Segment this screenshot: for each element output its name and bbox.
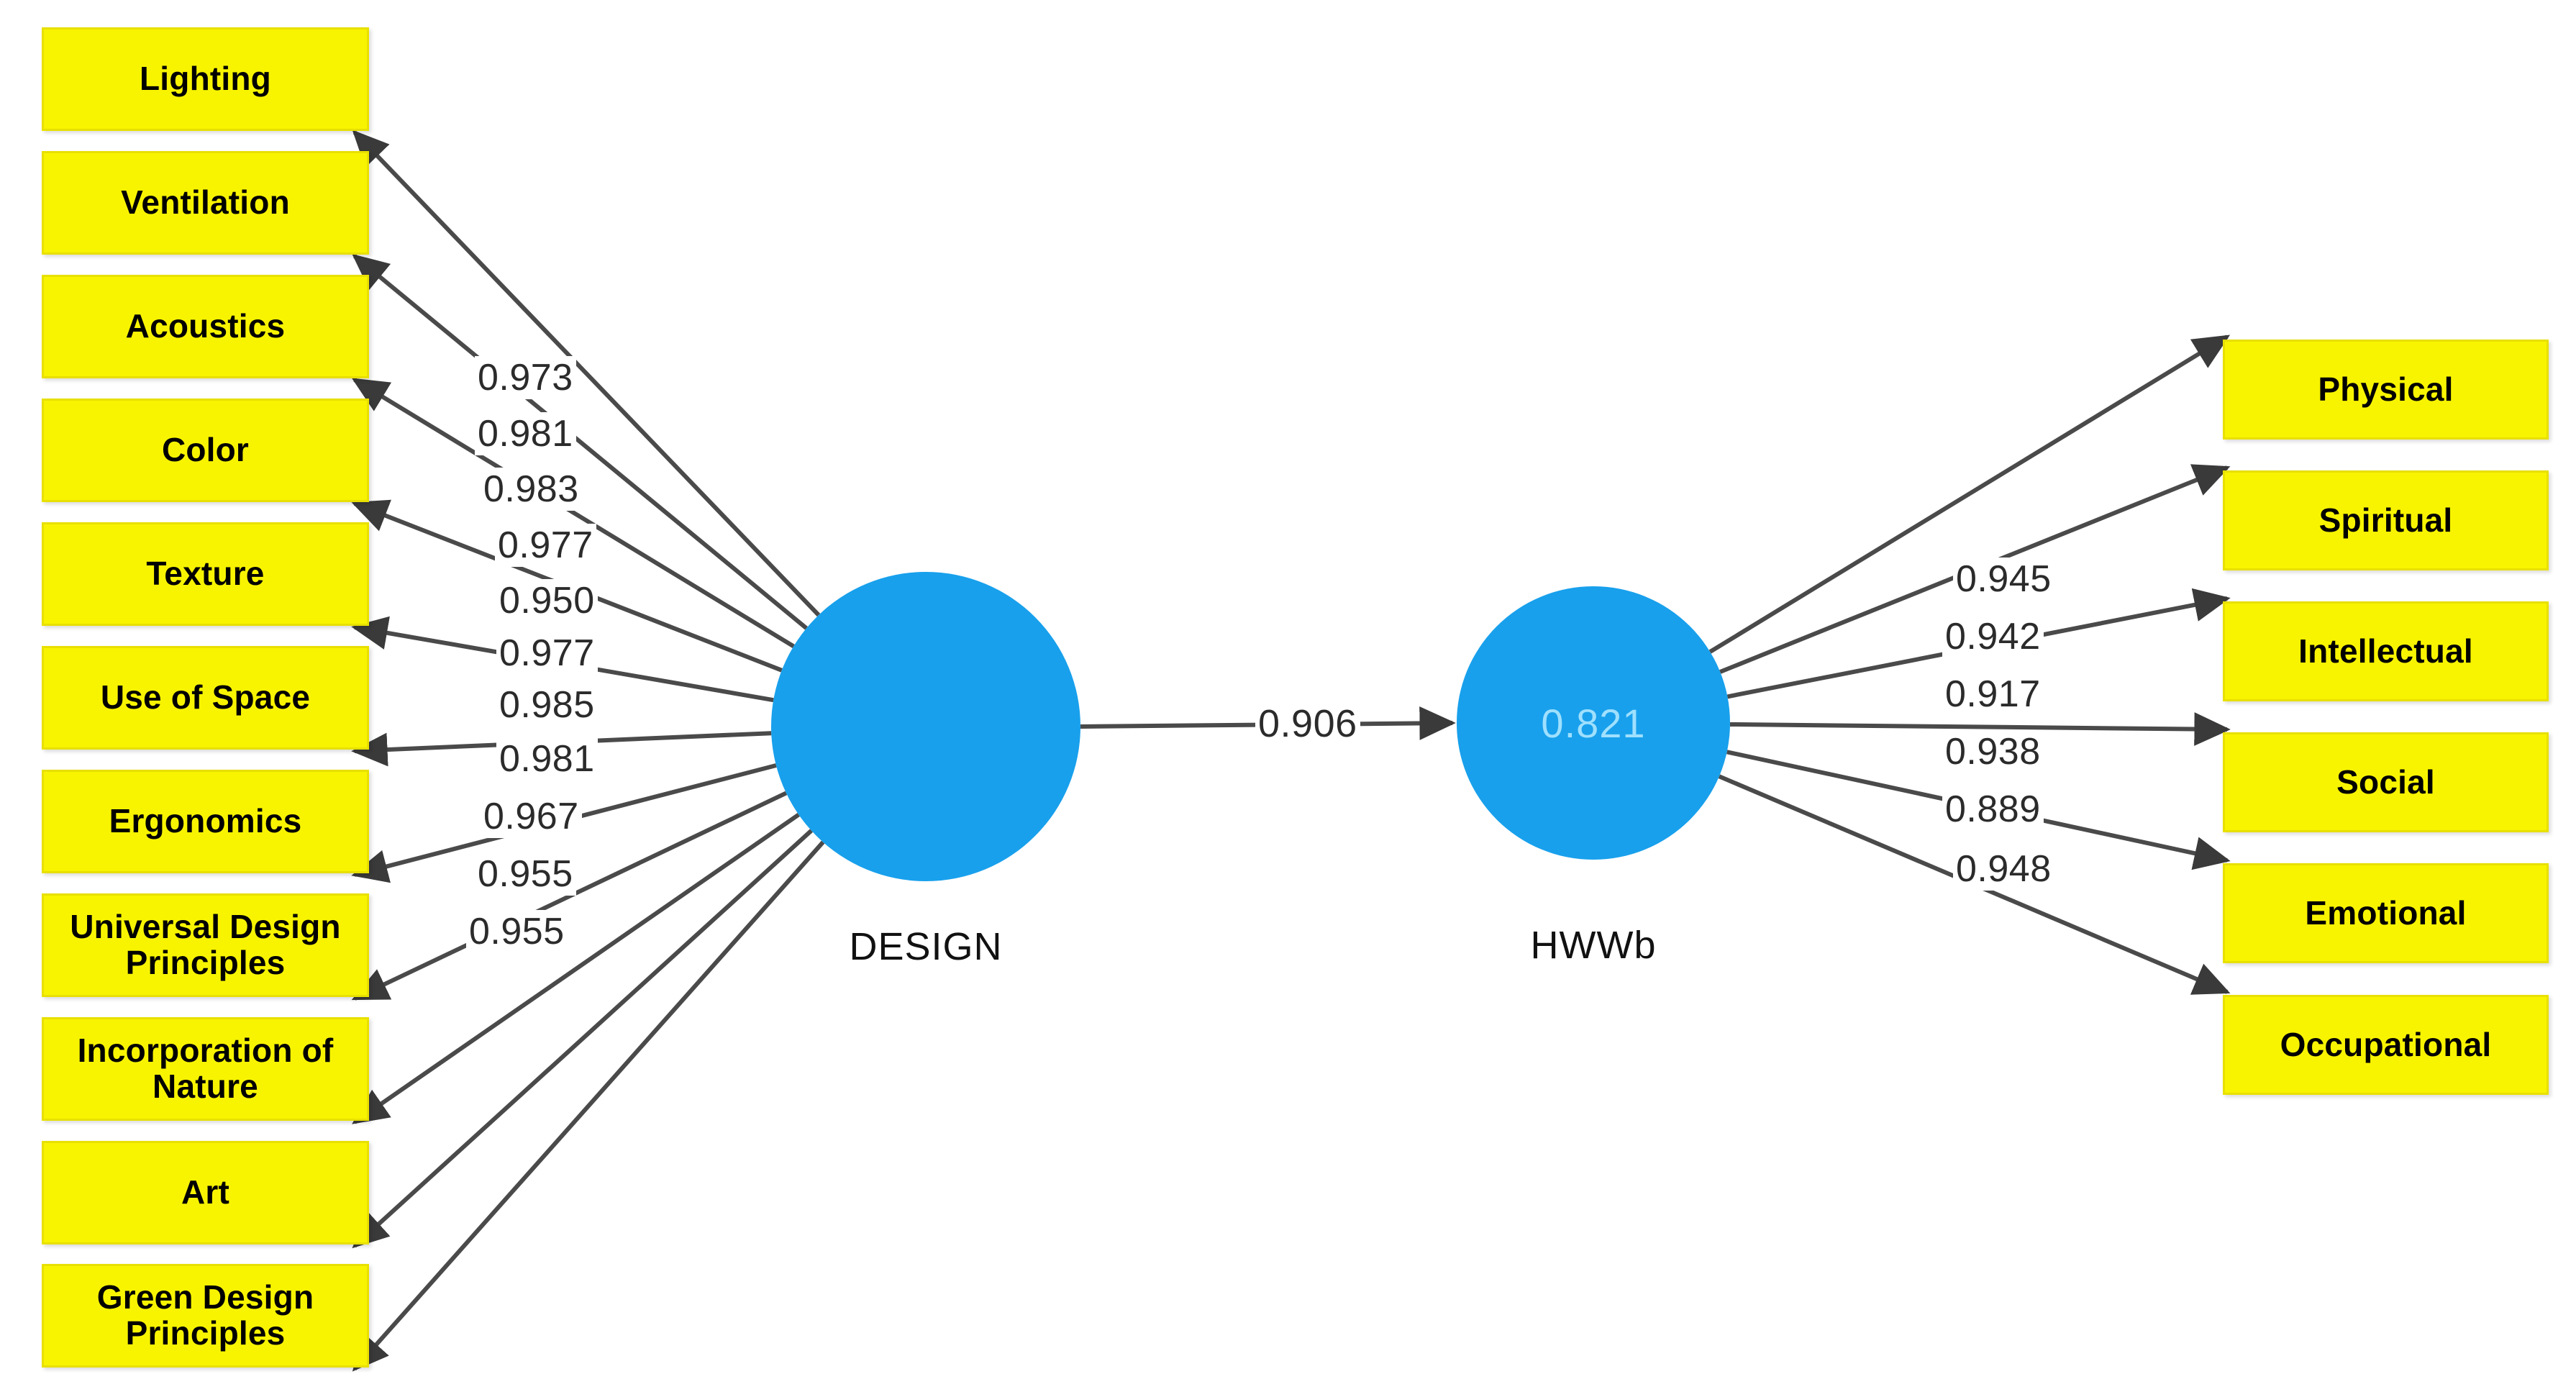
left-indicator-label-7: Universal Design Principles	[70, 908, 341, 981]
left-loading-1: 0.981	[475, 412, 576, 455]
left-indicator-box-9[interactable]: Art	[42, 1141, 369, 1244]
left-indicator-label-4: Texture	[146, 555, 265, 593]
loading-arrow-right-3	[1729, 712, 2231, 746]
latent-circle-hwwb[interactable]: 0.821	[1457, 586, 1730, 860]
left-loading-6: 0.985	[496, 683, 598, 727]
right-indicator-label-1: Spiritual	[2318, 501, 2453, 539]
right-indicator-box-2[interactable]: Intellectual	[2223, 601, 2549, 701]
right-indicator-label-3: Social	[2336, 763, 2435, 801]
latent-circle-design[interactable]	[771, 572, 1080, 881]
r-square-value-hwwb: 0.821	[1541, 700, 1646, 746]
right-loading-3: 0.938	[1942, 730, 2044, 773]
right-loading-4: 0.889	[1942, 788, 2044, 831]
left-indicator-label-0: Lighting	[140, 60, 271, 98]
loading-arrow-left-10	[352, 840, 825, 1372]
left-loading-8: 0.967	[481, 795, 582, 838]
right-indicator-label-2: Intellectual	[2298, 632, 2473, 670]
left-indicator-label-6: Ergonomics	[109, 802, 302, 840]
right-indicator-box-3[interactable]: Social	[2223, 732, 2549, 832]
loading-arrow-left-7	[351, 791, 788, 1001]
left-loading-5: 0.977	[496, 632, 598, 675]
loading-arrow-left-8	[352, 812, 800, 1124]
right-loading-0: 0.945	[1953, 558, 2054, 601]
right-indicator-label-4: Emotional	[2305, 893, 2467, 932]
latent-label-hwwb: HWWb	[1530, 924, 1657, 967]
left-indicator-label-9: Art	[181, 1173, 230, 1211]
left-loading-10: 0.955	[466, 910, 568, 953]
right-loading-1: 0.942	[1942, 615, 2044, 658]
left-loading-0: 0.973	[475, 356, 576, 399]
left-indicator-box-10[interactable]: Green Design Principles	[42, 1264, 369, 1368]
latent-label-design: DESIGN	[849, 925, 1003, 968]
loading-arrow-right-0	[1708, 335, 2231, 654]
left-indicator-box-0[interactable]: Lighting	[42, 27, 369, 131]
right-indicator-box-5[interactable]: Occupational	[2223, 995, 2549, 1095]
left-indicator-box-7[interactable]: Universal Design Principles	[42, 893, 369, 997]
left-indicator-label-2: Acoustics	[125, 307, 286, 345]
left-indicator-box-6[interactable]: Ergonomics	[42, 770, 369, 873]
right-indicator-box-0[interactable]: Physical	[2223, 340, 2549, 440]
loading-arrow-left-9	[352, 829, 813, 1249]
left-loading-4: 0.950	[496, 579, 598, 622]
left-loading-2: 0.983	[481, 468, 582, 511]
left-indicator-label-5: Use of Space	[100, 678, 311, 716]
left-indicator-box-5[interactable]: Use of Space	[42, 646, 369, 750]
right-indicator-label-5: Occupational	[2280, 1025, 2492, 1063]
right-loading-5: 0.948	[1953, 847, 2054, 891]
loading-arrow-left-2	[351, 378, 795, 648]
right-loading-2: 0.917	[1942, 673, 2044, 716]
left-loading-3: 0.977	[495, 524, 596, 567]
left-indicator-box-3[interactable]: Color	[42, 399, 369, 502]
left-loading-9: 0.955	[475, 852, 576, 896]
left-indicator-box-4[interactable]: Texture	[42, 522, 369, 626]
path-coefficient-design-hwwb: 0.906	[1255, 701, 1360, 746]
left-indicator-box-1[interactable]: Ventilation	[42, 151, 369, 255]
right-indicator-label-0: Physical	[2318, 370, 2454, 408]
left-indicator-label-1: Ventilation	[121, 183, 290, 222]
left-indicator-box-8[interactable]: Incorporation of Nature	[42, 1017, 369, 1121]
loading-arrow-left-0	[352, 129, 821, 617]
left-indicator-label-10: Green Design Principles	[96, 1278, 314, 1352]
right-indicator-box-1[interactable]: Spiritual	[2223, 470, 2549, 570]
left-loading-7: 0.981	[496, 737, 598, 781]
left-indicator-label-8: Incorporation of Nature	[77, 1032, 334, 1105]
left-indicator-label-3: Color	[161, 431, 250, 469]
left-indicator-box-2[interactable]: Acoustics	[42, 275, 369, 378]
loading-arrow-left-1	[352, 253, 808, 630]
right-indicator-box-4[interactable]: Emotional	[2223, 863, 2549, 963]
